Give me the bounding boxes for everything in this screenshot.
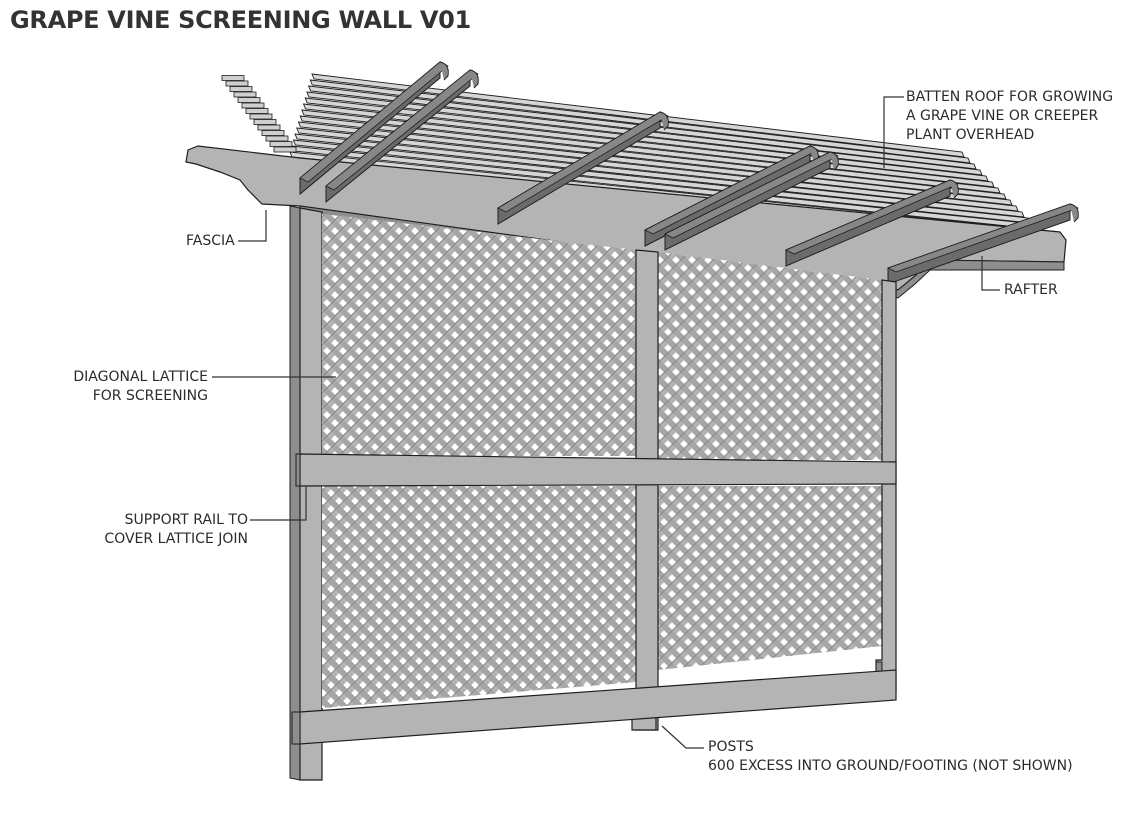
roof-batten — [311, 73, 965, 158]
roof-batten — [309, 79, 971, 164]
leader-support-rail — [250, 486, 307, 521]
rafter — [785, 179, 959, 267]
label-rafter: RAFTER — [1004, 282, 1058, 298]
leader-rafter — [981, 256, 1000, 291]
lattice-panel-upper-right — [658, 252, 882, 460]
batten-end — [221, 75, 245, 81]
post-middle — [631, 249, 659, 731]
diagram-title: GRAPE VINE SCREENING WALL V01 — [10, 6, 471, 34]
leader-fascia — [238, 210, 267, 242]
batten-end — [229, 86, 253, 92]
support-rail — [295, 453, 897, 487]
rafter — [325, 68, 479, 204]
label-batten-roof: BATTEN ROOF FOR GROWING A GRAPE VINE OR … — [906, 89, 1114, 143]
lattice-panel-lower-right — [658, 486, 882, 670]
label-posts: POSTS 600 EXCESS INTO GROUND/FOOTING (NO… — [708, 739, 1073, 774]
batten-end — [249, 113, 273, 120]
leader-batten-roof — [883, 96, 904, 168]
rafter — [497, 111, 669, 225]
post-left — [289, 205, 323, 781]
rafter — [886, 203, 1080, 285]
label-fascia: FASCIA — [186, 233, 235, 249]
batten-end — [233, 91, 257, 98]
batten-end — [261, 130, 285, 136]
label-support-rail: SUPPORT RAIL TO COVER LATTICE JOIN — [104, 512, 248, 547]
lattice-panel-upper-left — [322, 214, 636, 456]
lattice-panel-lower-left — [322, 486, 636, 708]
batten-end — [253, 119, 277, 125]
batten-end — [245, 108, 269, 114]
batten-end — [269, 141, 293, 147]
batten-end — [237, 97, 261, 103]
bottom-rail — [291, 669, 897, 745]
leader-lines — [212, 96, 1000, 749]
leader-posts — [661, 725, 704, 749]
label-diagonal-lattice: DIAGONAL LATTICE FOR SCREENING — [73, 369, 208, 404]
rafter — [299, 60, 449, 196]
batten-end — [225, 80, 249, 87]
batten-end — [273, 146, 297, 153]
roof-batten — [301, 109, 1001, 194]
batten-end — [265, 135, 289, 142]
batten-end — [241, 102, 265, 109]
rafters — [299, 60, 1080, 285]
batten-end — [257, 124, 281, 131]
rafter — [664, 151, 839, 251]
